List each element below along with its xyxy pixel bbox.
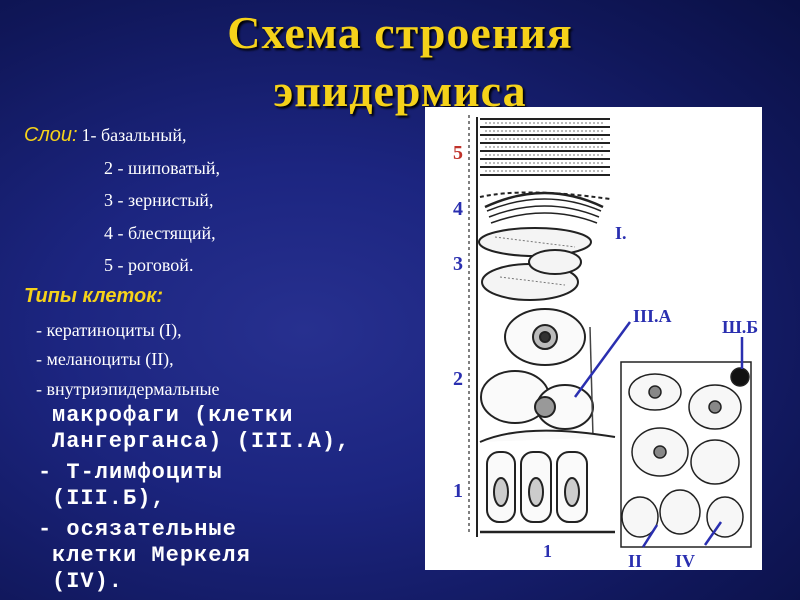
layer-number-1: 1 xyxy=(453,480,463,502)
cell-item-2: - меланоциты (II), xyxy=(36,349,174,369)
layer-item-1: 1- базальный, xyxy=(81,125,187,145)
spinous-layer xyxy=(480,308,594,438)
cell-item-1: - кератиноциты (I), xyxy=(36,320,182,340)
cell-item-3b: макрофаги (клетки xyxy=(52,403,294,428)
epidermis-drawing: 5 4 3 2 1 I. III.А Ш.Б II IV 1 xyxy=(453,115,758,570)
cell-item-3c: Лангерганса) (III.А), xyxy=(52,429,351,454)
basal-layer xyxy=(479,429,616,534)
label-II: II xyxy=(628,551,642,570)
label-IIIA: III.А xyxy=(633,306,672,326)
granular-layer xyxy=(478,227,592,301)
lucidum-layer xyxy=(479,191,611,224)
layer-item-2: 2 - шиповатый, xyxy=(104,158,220,178)
layer-number-2: 2 xyxy=(453,368,463,390)
corneum-layer xyxy=(480,118,610,176)
cell-item-5c: (IV). xyxy=(52,569,124,594)
cells-heading: Типы клеток: xyxy=(24,285,163,307)
cell-item-4b: (III.Б), xyxy=(52,486,166,511)
layer-number-3: 3 xyxy=(453,253,463,275)
lymphocyte-cell xyxy=(730,367,750,387)
title-line-1: Схема строения xyxy=(227,7,573,58)
layer-item-4: 4 - блестящий, xyxy=(104,223,216,243)
pointer-lines xyxy=(573,321,744,548)
cell-item-5: - осязательные xyxy=(38,517,237,542)
slide-title: Схема строения эпидермиса xyxy=(0,4,800,120)
layer-number-4: 4 xyxy=(453,198,463,220)
label-bottom-1: 1 xyxy=(543,541,552,561)
epidermis-diagram: 5 4 3 2 1 I. III.А Ш.Б II IV 1 xyxy=(425,107,762,570)
layer-number-5: 5 xyxy=(453,142,463,164)
cell-item-3: - внутриэпидермальные xyxy=(36,379,220,399)
inset-panel xyxy=(620,361,752,548)
label-IIIB: Ш.Б xyxy=(722,317,758,337)
label-I: I. xyxy=(615,223,627,243)
layer-item-5: 5 - роговой. xyxy=(104,255,194,275)
layer-item-3: 3 - зернистый, xyxy=(104,190,214,210)
cell-item-5b: клетки Меркеля xyxy=(52,543,251,568)
label-IV: IV xyxy=(675,551,695,570)
cell-item-4: - Т-лимфоциты xyxy=(38,460,223,485)
layers-row-1: Слои: 1- базальный, xyxy=(24,124,186,147)
layers-heading: Слои: xyxy=(24,124,78,146)
